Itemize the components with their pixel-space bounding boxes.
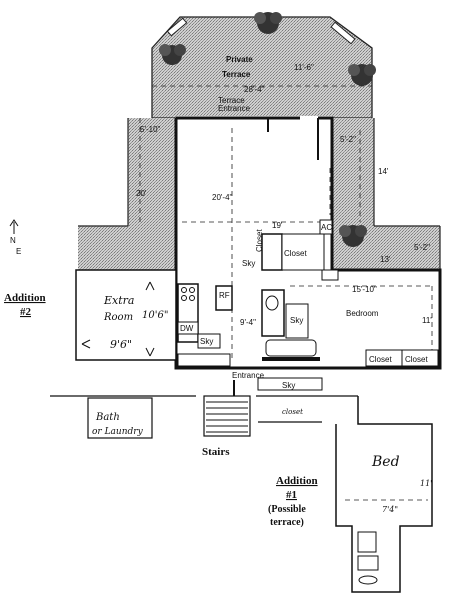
- compass-north: N: [10, 236, 16, 245]
- compass-east: E: [16, 247, 21, 256]
- addition-2-extra-room: [75, 269, 177, 361]
- label-sky-3: Sky: [290, 316, 303, 325]
- label-closet-hand: closet: [282, 408, 303, 416]
- label-ac: AC: [321, 223, 332, 232]
- dim-11: 11': [422, 316, 432, 325]
- dim-5-2-right: 5'-2": [414, 243, 430, 252]
- dim-9-4: 9'-4": [240, 318, 256, 327]
- label-closet-lower-2: Closet: [405, 355, 428, 364]
- label-terrace-entrance: Terrace: [218, 96, 245, 105]
- dim-5-2-top: 5'-2": [340, 135, 356, 144]
- terrace-area: [78, 16, 441, 270]
- label-closet-upper: Closet: [284, 249, 307, 258]
- label-private-terrace-line1: Private: [226, 55, 253, 64]
- dim-7-4: 7'4": [382, 505, 398, 514]
- dim-14: 14': [378, 167, 389, 176]
- bedroom-closets: [319, 219, 439, 367]
- label-dw: DW: [180, 324, 194, 333]
- label-stairs: Stairs: [202, 446, 230, 458]
- dim-11-6: 11'-6": [294, 63, 314, 72]
- label-entrance: Entrance: [232, 371, 265, 380]
- label-closet-vertical: Closet: [255, 229, 264, 252]
- label-private-terrace-2: Terrace: [222, 70, 251, 79]
- tree-icon: [159, 44, 186, 65]
- tree-icon: [339, 225, 367, 247]
- label-sky-2: Sky: [200, 337, 213, 346]
- label-laundry: or Laundry: [92, 427, 144, 437]
- dim-11-side: 11': [420, 479, 432, 488]
- label-private-terrace: Private: [226, 55, 253, 64]
- tree-icon: [254, 12, 282, 34]
- dim-9-6: 9'6": [110, 338, 132, 351]
- label-sky-1: Sky: [242, 259, 255, 268]
- label-closet-lower-1: Closet: [369, 355, 392, 364]
- label-bath: Bath: [95, 412, 120, 423]
- label-addition-1-line1: Addition: [276, 475, 318, 487]
- dim-20-4: 20'-4": [212, 193, 233, 202]
- label-addition-2-line2: #2: [20, 306, 32, 318]
- label-bedroom: Bedroom: [346, 309, 379, 318]
- dim-19: 19': [272, 221, 283, 230]
- dim-5-10: 5'-10": [140, 125, 161, 134]
- label-rf: RF: [219, 291, 230, 300]
- dim-10-6: 10'6": [142, 310, 168, 321]
- tree-icon: [348, 64, 376, 86]
- compass-icon: N E: [9, 219, 21, 256]
- dim-28-4: 28'-4": [244, 85, 265, 94]
- label-addition-1-note-1: (Possible: [268, 504, 306, 515]
- dim-13: 13': [380, 255, 391, 264]
- label-addition-2-line1: Addition: [4, 292, 46, 304]
- label-extra: Extra: [103, 294, 134, 307]
- dim-20: 20': [136, 189, 147, 198]
- kitchen-block: [177, 283, 233, 367]
- label-room: Room: [103, 312, 133, 323]
- lower-structures: [50, 377, 433, 593]
- bath-block: [261, 233, 325, 361]
- label-addition-1-line2: #1: [286, 489, 297, 501]
- label-addition-1-note-2: terrace): [270, 517, 304, 528]
- label-terrace-entrance-2: Entrance: [218, 104, 251, 113]
- label-bed: Bed: [371, 454, 400, 470]
- label-sky-4: Sky: [282, 381, 295, 390]
- dim-15-10: 15'-10": [352, 285, 377, 294]
- terrace-skylights: [166, 17, 356, 45]
